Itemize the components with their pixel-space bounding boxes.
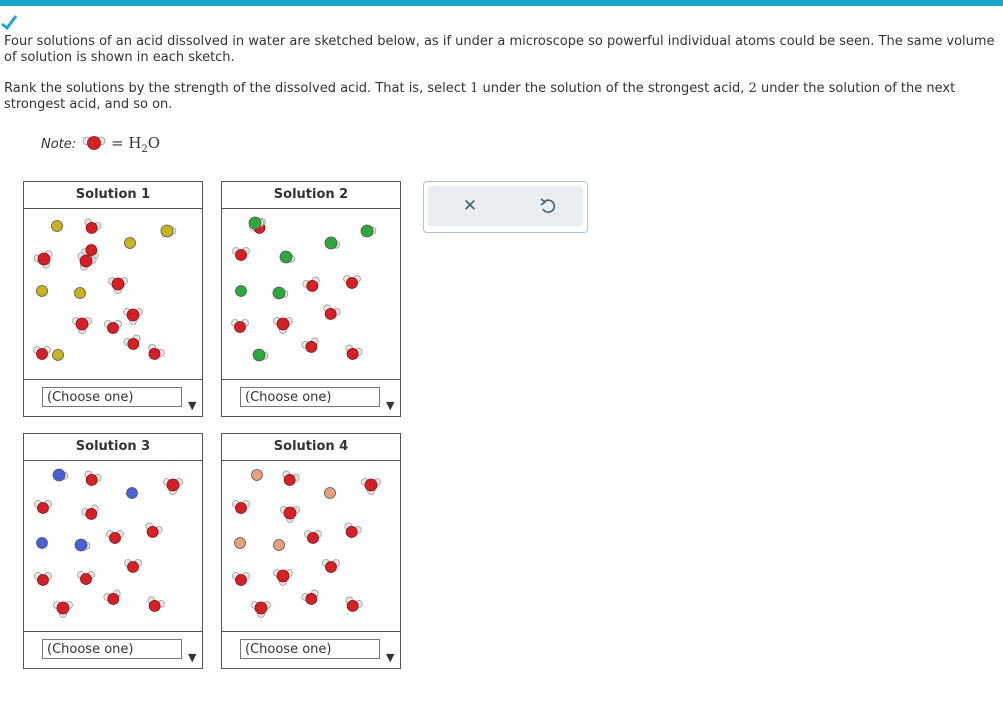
acid-molecule: [160, 224, 177, 238]
water-molecule: [104, 320, 122, 334]
water-molecule: [345, 344, 363, 360]
solution-title: Solution 1: [24, 182, 202, 209]
water-molecule: [124, 559, 142, 573]
hydronium-ion: [163, 478, 183, 495]
hydronium-ion: [33, 250, 53, 269]
solution-3-sketch: [24, 461, 202, 632]
anion: [126, 487, 138, 499]
hydronium-ion: [53, 601, 73, 618]
dropdown-arrow-icon: ▼: [188, 651, 197, 664]
water-molecule: [282, 470, 300, 486]
water-molecule: [231, 319, 249, 333]
acid-molecule: [248, 216, 265, 230]
close-icon[interactable]: ✕: [462, 196, 478, 216]
dropdown-arrow-icon: ▼: [386, 651, 395, 664]
solution-1-card: Solution 1 (Choose one)▼: [23, 181, 203, 417]
water-molecule: [81, 504, 99, 520]
hydronium-ion: [72, 317, 92, 334]
hydronium-ion: [77, 252, 97, 271]
water-molecule: [302, 276, 320, 292]
hydronium-ion: [108, 277, 128, 294]
hydronium-ion: [251, 601, 271, 618]
water-molecule: [33, 346, 51, 360]
water-molecule-icon: [82, 136, 106, 150]
water-molecule: [103, 589, 121, 605]
water-molecule: [344, 522, 362, 538]
note-label: Note:: [41, 137, 77, 152]
question-intro: Four solutions of an acid dissolved in w…: [4, 34, 995, 65]
water-molecule: [232, 572, 250, 586]
acid-molecule: [74, 538, 91, 552]
top-accent-bar: [0, 0, 1003, 6]
acid-molecule: [52, 468, 69, 482]
water-molecule: [304, 530, 322, 544]
anion: [51, 220, 63, 232]
water-molecule: [345, 596, 363, 612]
solution-2-rank-select[interactable]: (Choose one)▼: [240, 387, 394, 411]
acid-molecule: [279, 250, 296, 264]
acid-molecule: [360, 224, 377, 238]
hydronium-ion: [123, 308, 143, 325]
solution-title: Solution 4: [222, 434, 400, 461]
water-molecule: [148, 344, 165, 360]
solution-3-card: Solution 3 (Choose one)▼: [23, 433, 203, 669]
water-molecule: [147, 596, 165, 612]
dropdown-arrow-icon: ▼: [188, 399, 197, 412]
undo-icon[interactable]: [538, 196, 558, 216]
hydronium-ion: [273, 569, 293, 586]
acid-molecule: [324, 236, 341, 250]
solution-1-sketch: [24, 209, 202, 380]
anion: [52, 349, 64, 361]
water-molecule: [34, 572, 52, 586]
anion: [273, 539, 285, 551]
solution-3-rank-select[interactable]: (Choose one)▼: [42, 639, 196, 663]
water-molecule: [34, 500, 52, 514]
water-molecule: [106, 530, 124, 544]
answer-toolbar: ✕: [423, 181, 588, 233]
anion: [74, 287, 86, 299]
water-molecule: [343, 275, 361, 289]
acid-molecule: [252, 348, 269, 362]
solution-4-card: Solution 4 (Choose one)▼: [221, 433, 401, 669]
water-molecule: [232, 500, 250, 514]
dropdown-arrow-icon: ▼: [386, 399, 395, 412]
water-molecule: [84, 470, 102, 486]
water-formula: = H2O: [111, 134, 161, 155]
acid-molecule: [272, 286, 289, 300]
water-molecule: [84, 218, 102, 234]
solution-2-sketch: [222, 209, 400, 380]
water-molecule: [301, 589, 319, 605]
anion: [251, 469, 263, 481]
question-instructions: Rank the solutions by the strength of th…: [4, 81, 956, 112]
hydronium-ion: [280, 506, 300, 523]
anion: [36, 537, 48, 549]
solution-1-rank-select[interactable]: (Choose one)▼: [42, 387, 196, 411]
solution-4-sketch: [222, 461, 400, 632]
water-molecule: [145, 522, 163, 538]
solution-title: Solution 2: [222, 182, 400, 209]
anion: [324, 487, 336, 499]
solution-4-rank-select[interactable]: (Choose one)▼: [240, 639, 394, 663]
anion: [124, 237, 136, 249]
solution-title: Solution 3: [24, 434, 202, 461]
water-molecule: [322, 559, 340, 573]
anion: [234, 537, 246, 549]
anion: [36, 285, 48, 297]
checkmark-icon: [1, 15, 18, 31]
solution-2-card: Solution 2 (Choose one)▼: [221, 181, 401, 417]
water-molecule: [77, 571, 95, 585]
answer-toolbar-inner: ✕: [428, 186, 583, 226]
water-molecule: [323, 304, 341, 320]
anion: [235, 285, 247, 297]
water-molecule: [232, 247, 250, 261]
water-molecule: [123, 334, 141, 350]
hydronium-ion: [273, 317, 293, 334]
hydronium-ion: [361, 478, 381, 495]
water-molecule: [301, 337, 319, 353]
